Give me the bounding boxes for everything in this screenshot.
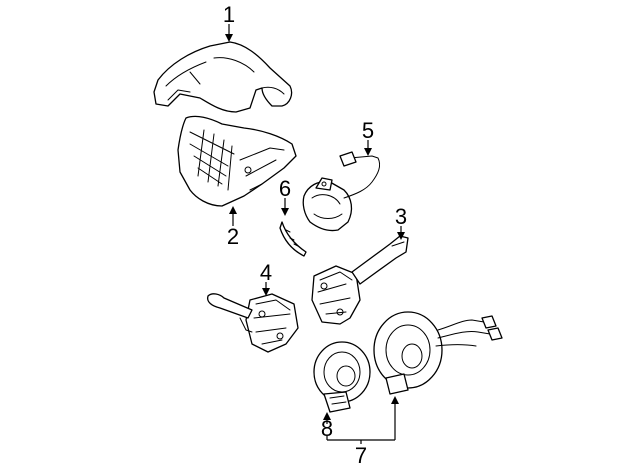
upper-column-cover — [153, 41, 293, 113]
callout-2: 2 — [227, 224, 239, 249]
lower-column-cover — [177, 115, 297, 207]
callout-8: 8 — [321, 416, 333, 441]
small-bracket — [279, 221, 307, 257]
callout-7: 7 — [355, 443, 367, 468]
clock-spring-large — [373, 311, 503, 395]
sensor-assembly — [302, 151, 381, 232]
callout-6: 6 — [279, 176, 291, 201]
callout-3: 3 — [395, 204, 407, 229]
callout-1: 1 — [223, 2, 235, 27]
callout-4: 4 — [260, 260, 272, 285]
leader-lines — [225, 24, 405, 444]
light-switch — [206, 293, 299, 353]
clock-spring-small — [313, 341, 371, 413]
callout-5: 5 — [362, 118, 374, 143]
wiper-switch — [311, 235, 409, 325]
